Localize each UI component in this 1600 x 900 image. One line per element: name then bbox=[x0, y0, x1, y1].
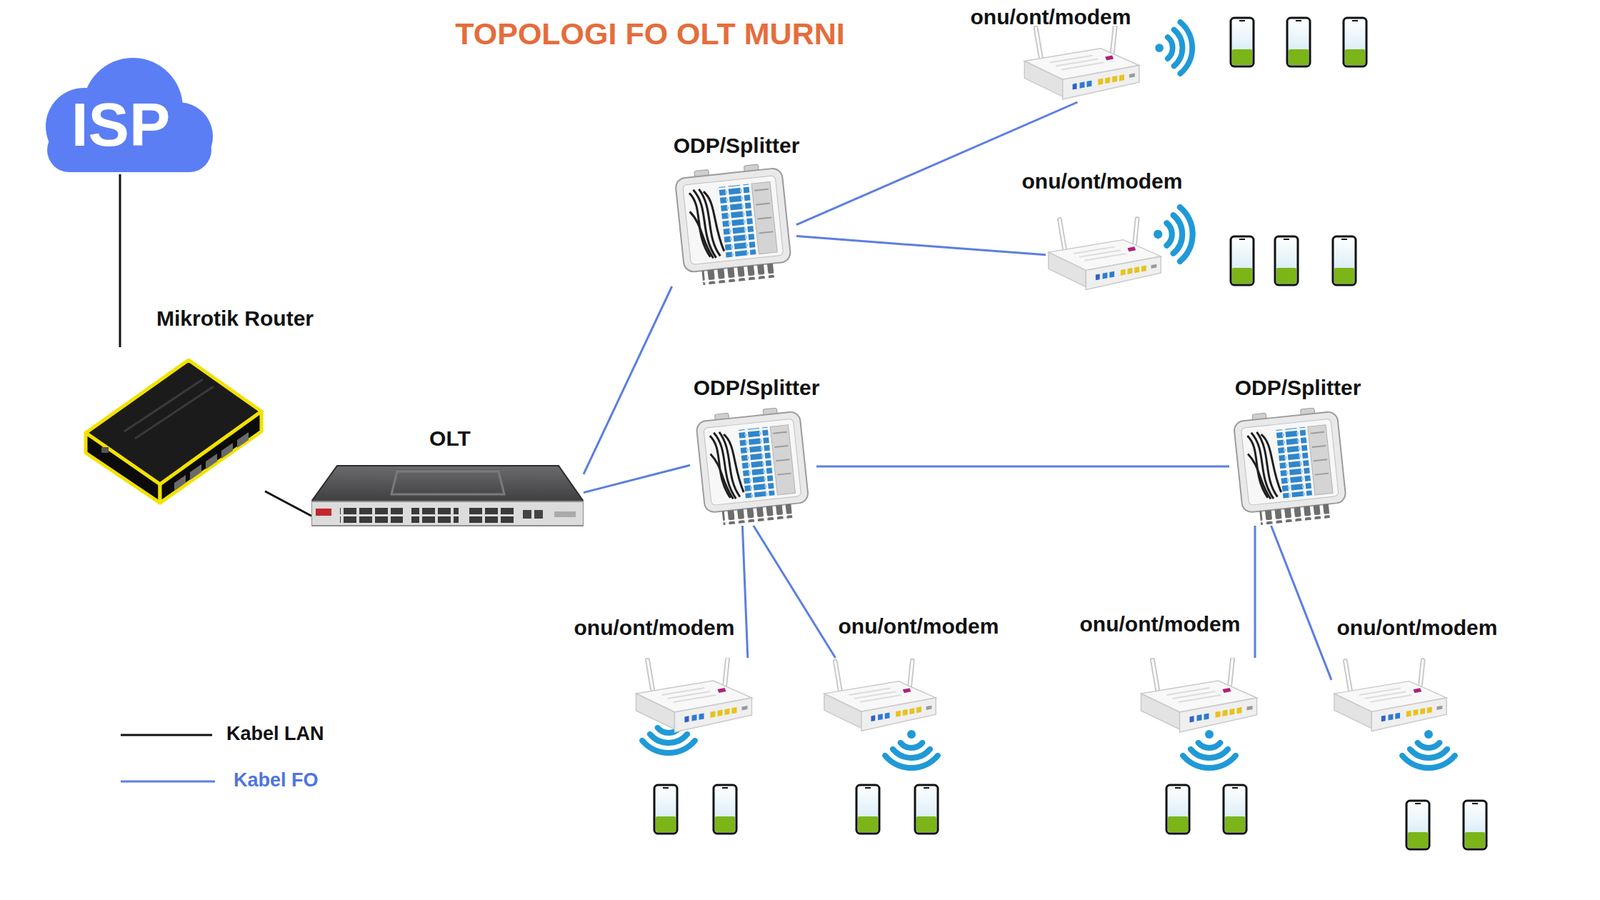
onu-node: onu/ont/modem bbox=[1045, 209, 1164, 301]
odp-illustration bbox=[695, 405, 810, 528]
cloud-illustration bbox=[45, 57, 213, 173]
fiber-cable bbox=[816, 465, 1230, 468]
onu-illustration bbox=[1141, 659, 1258, 733]
phone-icon bbox=[1406, 800, 1430, 850]
onu-node: onu/ont/modem bbox=[632, 657, 755, 735]
node-label: onu/ont/modem bbox=[838, 614, 1000, 639]
wifi-signal bbox=[1153, 207, 1193, 262]
node-label: Mikrotik Router bbox=[156, 306, 314, 331]
router-node: Mikrotik Router bbox=[81, 347, 265, 505]
odp-illustration bbox=[1232, 405, 1348, 528]
onu-illustration bbox=[824, 660, 936, 731]
onu-node: onu/ont/modem bbox=[821, 657, 939, 735]
odp-illustration bbox=[674, 162, 793, 288]
odp-shape bbox=[690, 407, 817, 526]
onu-node: onu/ont/modem bbox=[1137, 657, 1260, 735]
olt-shape bbox=[311, 464, 584, 528]
fiber-cable bbox=[796, 102, 1078, 225]
router-shape bbox=[81, 347, 265, 505]
onu-illustration bbox=[1048, 219, 1161, 290]
router-illustration bbox=[85, 360, 262, 503]
node-label: onu/ont/modem bbox=[574, 615, 735, 640]
node-label: ODP/Splitter bbox=[693, 375, 820, 400]
lan-cable bbox=[265, 491, 312, 517]
onu-shape bbox=[1020, 25, 1143, 103]
node-label: ODP/Splitter bbox=[1235, 375, 1362, 400]
wifi-signal bbox=[1182, 730, 1236, 768]
node-label: ODP/Splitter bbox=[673, 133, 800, 158]
legend-label: Kabel FO bbox=[233, 769, 319, 792]
phone-icon bbox=[1332, 236, 1356, 285]
wifi-signal bbox=[885, 730, 938, 768]
olt-node: OLT bbox=[311, 464, 584, 528]
phone-icon bbox=[1463, 800, 1487, 850]
fiber-cable bbox=[583, 286, 673, 475]
onu-illustration bbox=[1334, 660, 1447, 732]
fiber-cable bbox=[1254, 525, 1257, 658]
phone-icon bbox=[856, 785, 880, 834]
phone-icon bbox=[915, 785, 938, 834]
phone-icon bbox=[1230, 17, 1254, 67]
olt-illustration bbox=[311, 465, 584, 526]
lan-cable bbox=[119, 174, 122, 348]
splitter-node: ODP/Splitter bbox=[1229, 407, 1353, 526]
onu-shape bbox=[1331, 657, 1450, 735]
splitter-node: ODP/Splitter bbox=[690, 407, 817, 526]
fiber-cable bbox=[753, 525, 836, 658]
phone-icon bbox=[1287, 17, 1310, 67]
cloud-node: ISP bbox=[25, 56, 215, 175]
onu-illustration bbox=[636, 659, 753, 733]
onu-shape bbox=[821, 657, 939, 735]
legend-label: Kabel LAN bbox=[226, 722, 325, 745]
phone-icon bbox=[1230, 236, 1254, 285]
onu-shape bbox=[1045, 209, 1164, 301]
odp-shape bbox=[1229, 407, 1353, 526]
legend-sample-line bbox=[120, 780, 215, 783]
wifi-signal bbox=[1402, 730, 1455, 768]
diagram-title: TOPOLOGI FO OLT MURNI bbox=[455, 16, 845, 52]
onu-illustration bbox=[1024, 27, 1140, 100]
fiber-cable bbox=[583, 465, 690, 493]
fiber-cable bbox=[742, 525, 748, 658]
phone-icon bbox=[1166, 785, 1190, 834]
wifi-signal bbox=[1155, 22, 1193, 74]
node-label: onu/ont/modem bbox=[1337, 615, 1498, 640]
node-label: OLT bbox=[429, 426, 471, 451]
node-label: onu/ont/modem bbox=[970, 5, 1132, 30]
onu-node: onu/ont/modem bbox=[1020, 25, 1143, 103]
fiber-cable bbox=[796, 236, 1046, 255]
node-label: onu/ont/modem bbox=[1022, 169, 1183, 194]
odp-shape bbox=[671, 163, 797, 287]
node-label: onu/ont/modem bbox=[1080, 612, 1241, 637]
onu-shape bbox=[632, 657, 755, 735]
onu-shape bbox=[1137, 657, 1260, 735]
node-label: ISP bbox=[71, 89, 171, 160]
phone-icon bbox=[1343, 17, 1367, 67]
phone-icon bbox=[713, 785, 737, 834]
splitter-node: ODP/Splitter bbox=[671, 163, 797, 287]
onu-node: onu/ont/modem bbox=[1331, 657, 1450, 735]
legend-sample-line bbox=[120, 734, 213, 737]
phone-icon bbox=[1223, 785, 1247, 834]
phone-icon bbox=[654, 785, 678, 834]
phone-icon bbox=[1275, 236, 1298, 285]
fiber-cable bbox=[1271, 525, 1332, 680]
